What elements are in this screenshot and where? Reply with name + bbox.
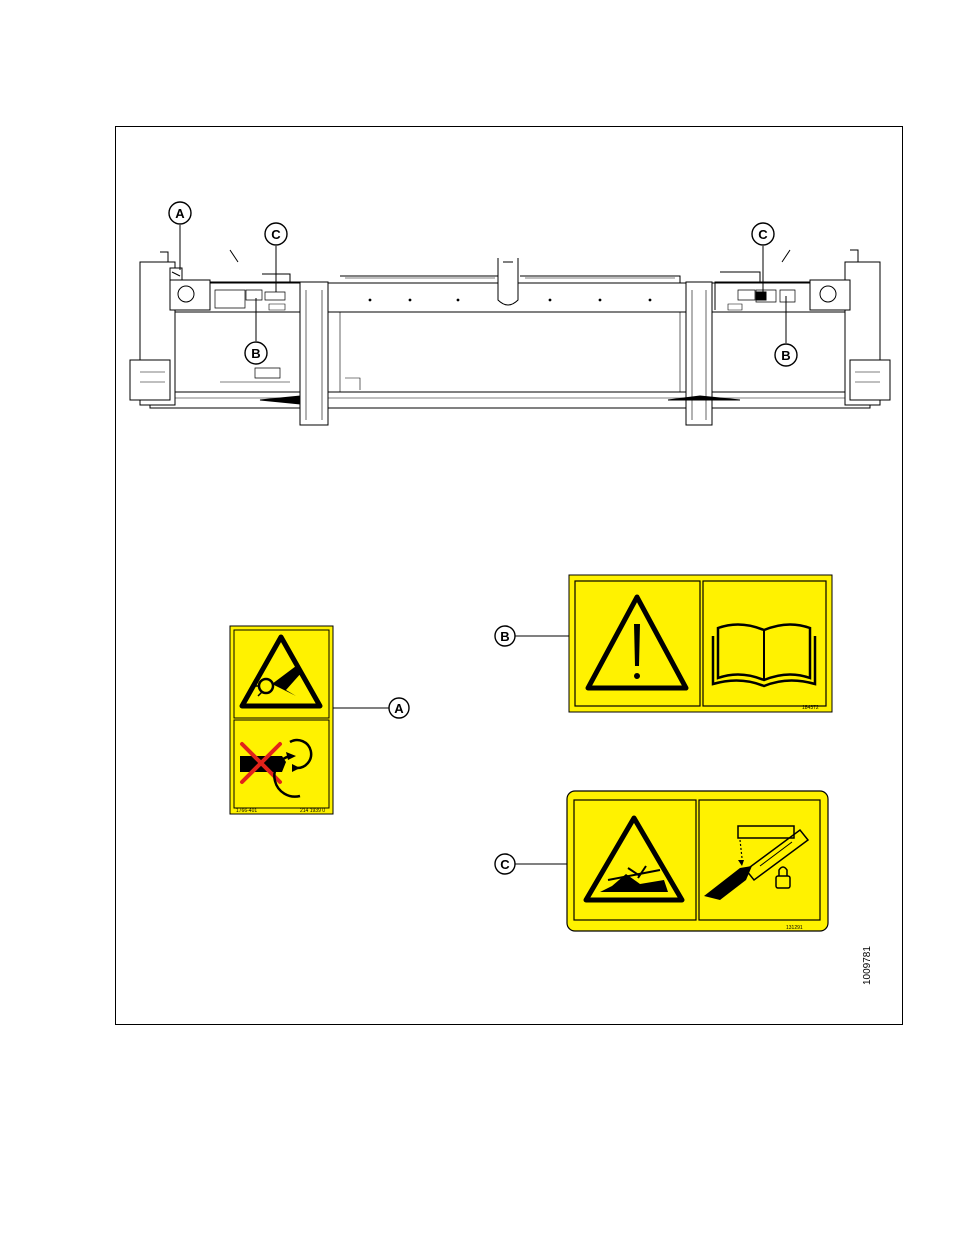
decal-a-code-left: 1766-401 bbox=[236, 808, 257, 814]
decal-a-code-right: 214 1939 0 bbox=[300, 808, 325, 814]
callout-c-top-left-label: C bbox=[271, 227, 281, 242]
callout-a-decal-label: A bbox=[394, 701, 404, 716]
callout-c-decal: C bbox=[495, 854, 567, 874]
header-frame-illustration bbox=[130, 250, 890, 425]
callout-b-decal-label: B bbox=[500, 629, 509, 644]
callout-b-decal: B bbox=[495, 626, 569, 646]
callout-c-top-right-label: C bbox=[758, 227, 768, 242]
callout-c-decal-label: C bbox=[500, 857, 510, 872]
callout-b-right-label: B bbox=[781, 348, 790, 363]
callout-a-top-label: A bbox=[175, 206, 185, 221]
decal-c: 131291 bbox=[567, 791, 828, 931]
decal-a: 1766-401 214 1939 0 bbox=[230, 626, 333, 814]
figure-id: 1009781 bbox=[862, 925, 873, 985]
callout-a-decal: A bbox=[333, 698, 409, 718]
callout-a-top: A bbox=[169, 202, 191, 270]
callout-b-left-label: B bbox=[251, 346, 260, 361]
decal-b-code: 184372 bbox=[802, 705, 819, 711]
decal-c-code: 131291 bbox=[786, 925, 803, 931]
decal-b: 184372 bbox=[569, 575, 832, 712]
